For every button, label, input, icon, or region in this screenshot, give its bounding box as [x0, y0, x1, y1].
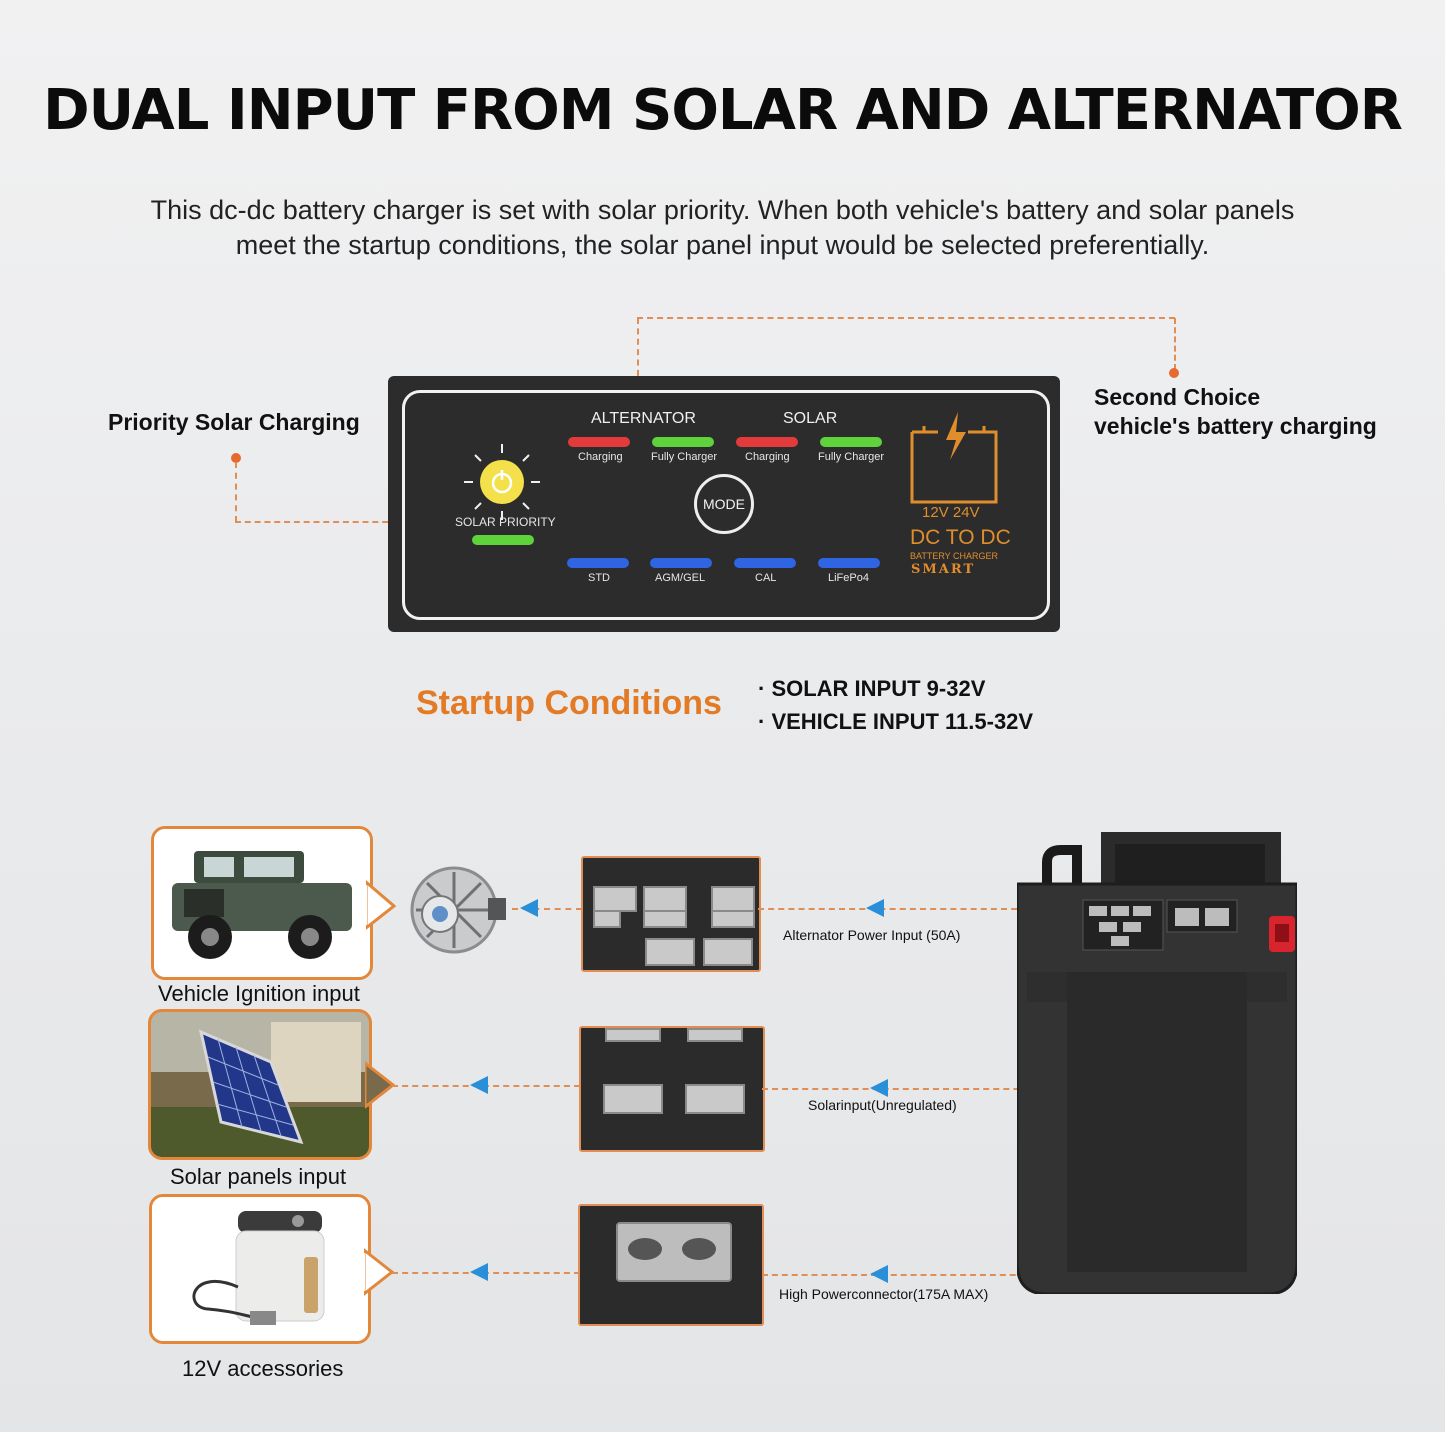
alternator-connector	[581, 856, 761, 972]
solar-caption: Solar panels input	[170, 1164, 347, 1189]
flow-line-acc-2	[762, 1274, 1194, 1276]
solar-input-label: Solarinput(Unregulated)	[808, 1097, 957, 1113]
solar-priority-label: SOLAR PRIORITY	[455, 515, 556, 529]
flow-line-alt-2	[758, 908, 1088, 910]
alternator-heading: ALTERNATOR	[591, 410, 696, 427]
cal-label: CAL	[755, 572, 777, 584]
arrow-alt-left	[520, 899, 538, 917]
flow-line-alt-1	[512, 908, 582, 910]
solar-notch	[365, 1061, 395, 1109]
std-label: STD	[588, 572, 610, 584]
solar-charging-label: Charging	[745, 451, 790, 463]
battery-bolt-icon	[910, 412, 998, 504]
alternator-full-label: Fully Charger	[651, 451, 718, 463]
second-choice-dot	[1169, 368, 1179, 378]
arrow-solar-left	[470, 1076, 488, 1094]
accessory-image	[149, 1194, 371, 1344]
intro-line-2: meet the startup conditions, the solar p…	[235, 230, 1210, 260]
solar-connector	[579, 1026, 765, 1152]
priority-connector-h	[235, 521, 447, 523]
second-choice-connector-v	[1174, 318, 1176, 370]
arrow-alt-right	[866, 899, 884, 917]
top-connector-h	[637, 317, 1175, 319]
alternator-charging-led	[568, 437, 630, 447]
arrow-acc-right	[870, 1265, 888, 1283]
alternator-image	[410, 866, 506, 954]
mode-button[interactable]: MODE	[694, 474, 754, 534]
solar-full-label: Fully Charger	[818, 451, 885, 463]
alternator-full-led	[652, 437, 714, 447]
vehicle-caption: Vehicle Ignition input	[158, 981, 360, 1006]
vehicle-input-condition: · VEHICLE INPUT 11.5-32V	[758, 709, 1034, 734]
priority-dot	[231, 453, 241, 463]
page-title: DUAL INPUT FROM SOLAR AND ALTERNATOR	[43, 78, 1403, 143]
solar-priority-led	[472, 535, 534, 545]
vehicle-notch	[366, 880, 396, 930]
flow-line-solar-2	[762, 1088, 1130, 1090]
solar-input-condition: · SOLAR INPUT 9-32V	[758, 676, 986, 701]
smart-label: SMART	[911, 562, 976, 577]
cal-led	[734, 558, 796, 568]
power-sun-icon[interactable]	[480, 460, 524, 504]
panel-border	[402, 390, 1050, 620]
agm-gel-label: AGM/GEL	[655, 572, 706, 584]
high-power-connector	[578, 1204, 764, 1326]
accessory-notch	[364, 1248, 394, 1296]
intro-line-1: This dc-dc battery charger is set with s…	[150, 195, 1295, 225]
second-choice-label: Second Choice	[1094, 384, 1261, 410]
arrow-acc-left	[470, 1263, 488, 1281]
solar-panel-image	[148, 1009, 372, 1160]
solar-heading: SOLAR	[783, 410, 838, 427]
lifepo4-led	[818, 558, 880, 568]
high-power-label: High Powerconnector(175A MAX)	[779, 1286, 989, 1302]
dc-to-dc-label: DC TO DC	[910, 526, 1011, 549]
solar-charging-led	[736, 437, 798, 447]
voltage-label: 12V 24V	[922, 504, 980, 521]
vehicle-image	[151, 826, 373, 980]
priority-connector-v	[235, 462, 237, 522]
sun-rays-icon	[464, 444, 540, 520]
battery-charger-label: BATTERY CHARGER	[910, 551, 999, 561]
alternator-charging-label: Charging	[578, 451, 623, 463]
std-led	[567, 558, 629, 568]
agm-gel-led	[650, 558, 712, 568]
startup-heading: Startup Conditions	[416, 684, 722, 722]
accessories-caption: 12V accessories	[182, 1356, 344, 1381]
arrow-solar-right	[870, 1079, 888, 1097]
battery-box-device	[1017, 832, 1297, 1294]
lifepo4-label: LiFePo4	[828, 572, 869, 584]
priority-solar-label: Priority Solar Charging	[108, 409, 360, 435]
alternator-input-label: Alternator Power Input (50A)	[783, 927, 961, 943]
second-choice-sublabel: vehicle's battery charging	[1094, 413, 1377, 439]
solar-full-led	[820, 437, 882, 447]
